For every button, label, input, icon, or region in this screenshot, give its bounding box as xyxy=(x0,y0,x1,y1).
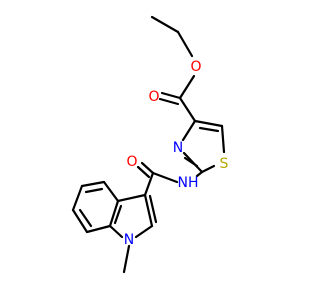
bond-carbonyl-to-ring xyxy=(178,96,197,123)
bond-c2-n-inner xyxy=(183,156,199,168)
bond-c7a-c3a-inner xyxy=(113,204,123,225)
bond-c4-c5-benz-inner xyxy=(84,187,104,194)
bond-c5-s xyxy=(220,124,226,154)
bond-carbonyl-double-2 xyxy=(158,97,180,106)
bond-c7-c7a xyxy=(85,224,112,234)
atom-label-o-amide: O xyxy=(126,154,137,170)
atom-label-n-thiazole: N xyxy=(173,140,183,156)
bond-s-c2 xyxy=(200,164,216,174)
atom-label-o-ester-carbonyl: O xyxy=(148,89,159,105)
bond-c3-c2 xyxy=(143,193,154,228)
bond-carbonyl-double-1 xyxy=(160,91,182,100)
indole-ring-system xyxy=(71,180,158,274)
bond-c4-c5 xyxy=(193,119,224,128)
atom-label-n-indole: N xyxy=(124,232,134,248)
atom-label-o-ester-ether: O xyxy=(190,59,201,75)
bond-c2-nh xyxy=(195,170,204,178)
atom-label-nh-amide: NH xyxy=(178,175,199,191)
bond-ch3-ch2 xyxy=(150,15,180,34)
bond-nh-amide-carbon xyxy=(151,171,179,184)
bond-n1-methyl xyxy=(122,244,131,274)
ethyl-group xyxy=(150,15,194,58)
bond-c3-c2-inner xyxy=(148,194,158,224)
bond-o-carbonyl-carbon xyxy=(178,74,196,100)
atom-label-s-thiazole: S xyxy=(220,156,229,172)
bond-c5-c6 xyxy=(71,184,84,212)
bond-c4-c5-benz xyxy=(80,180,106,188)
bond-amide-co-1 xyxy=(140,161,155,175)
bond-c6-c7 xyxy=(71,208,89,234)
bond-ch2-o xyxy=(176,30,194,58)
bond-c3a-c3 xyxy=(116,193,147,203)
bond-amide-co-2 xyxy=(136,165,151,179)
bond-c2-n1 xyxy=(134,224,154,239)
bond-c4-c5-inner xyxy=(198,126,220,133)
ester-group xyxy=(158,74,197,123)
bond-n-c4 xyxy=(181,119,197,142)
amide-linker xyxy=(136,161,204,197)
thiazole-ring xyxy=(181,119,226,174)
bond-n1-c7a xyxy=(108,224,124,239)
bond-c3a-c4 xyxy=(102,180,120,203)
bond-c6-c7-inner xyxy=(78,208,93,228)
bond-amide-to-indole xyxy=(143,171,155,197)
bond-c7a-c3a xyxy=(108,199,120,228)
molecule-structure-diagram: O O N S O NH N xyxy=(71,15,229,274)
